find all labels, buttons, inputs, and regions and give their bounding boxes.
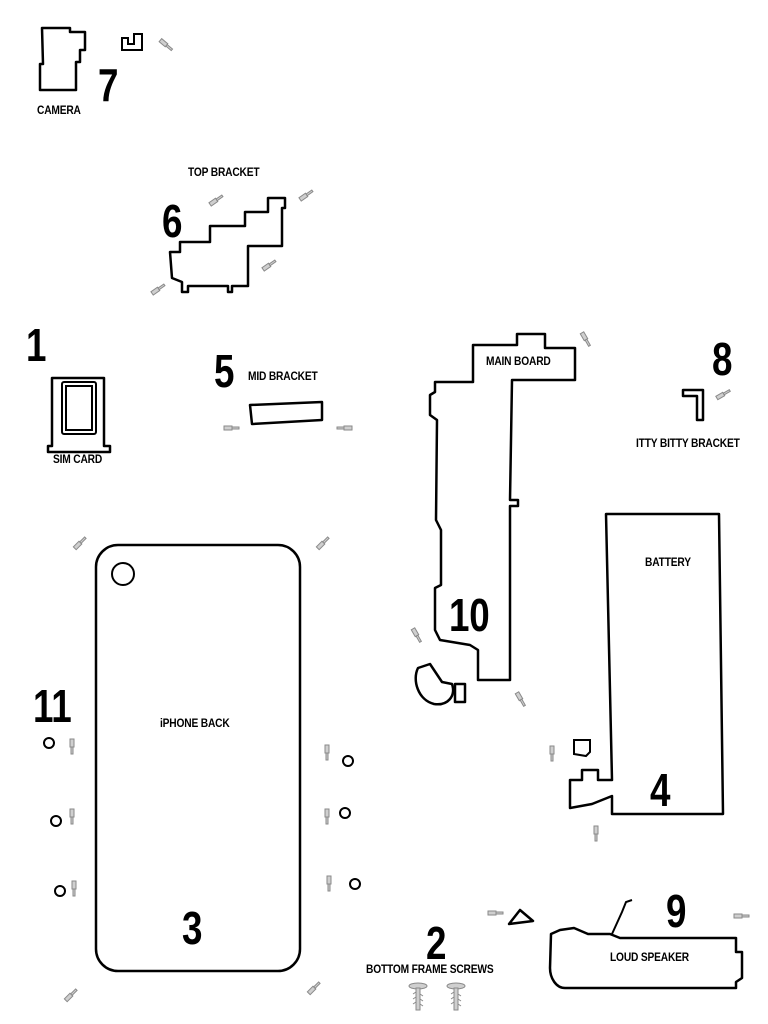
top-bracket-label: TOP BRACKET xyxy=(188,165,260,179)
camera-label: CAMERA xyxy=(37,103,81,117)
main-board-part xyxy=(428,332,577,682)
screw-icon xyxy=(298,188,315,202)
screw-icon xyxy=(315,535,331,551)
itty-bitty-bracket-number: 8 xyxy=(712,333,733,385)
main-board-connector xyxy=(414,662,467,706)
screw-icon xyxy=(514,691,527,708)
speaker-gasket xyxy=(507,908,535,926)
mid-bracket-label: MID BRACKET xyxy=(248,369,318,383)
camera-part xyxy=(38,26,87,92)
iphone-back-number: 3 xyxy=(182,902,203,954)
bottom-frame-screw-icon xyxy=(446,982,466,1011)
screw-icon xyxy=(487,910,504,916)
screw-icon xyxy=(715,388,732,401)
screw-icon xyxy=(579,331,592,348)
screw-icon xyxy=(306,980,322,996)
battery-number: 4 xyxy=(650,764,671,816)
screw-icon xyxy=(410,627,423,644)
iphone-back-part xyxy=(94,543,302,973)
screw-icon xyxy=(63,987,79,1003)
bottom-frame-screws-label: BOTTOM FRAME SCREWS xyxy=(366,962,494,976)
back-screws-number: 11 xyxy=(33,680,72,732)
screw-icon xyxy=(336,425,353,431)
camera-number: 7 xyxy=(98,59,119,111)
screw-icon xyxy=(733,913,750,919)
screw-icon xyxy=(158,38,174,52)
itty-bitty-bracket-label: ITTY BITTY BRACKET xyxy=(636,436,740,450)
back-screws-set xyxy=(43,737,361,897)
top-bracket-part xyxy=(168,196,287,294)
screw-icon xyxy=(549,745,555,762)
mid-bracket-number: 5 xyxy=(214,345,235,397)
screw-icon xyxy=(150,282,167,296)
screw-icon xyxy=(593,825,599,842)
itty-bitty-bracket-part xyxy=(681,388,705,422)
loud-speaker-part xyxy=(548,899,744,990)
screw-icon xyxy=(208,193,225,207)
sim-card-number: 1 xyxy=(26,319,47,371)
screw-icon xyxy=(261,258,278,272)
sim-card-part xyxy=(46,376,112,454)
battery-label: BATTERY xyxy=(645,555,691,569)
sim-card-label: SIM CARD xyxy=(53,452,103,466)
screw-icon xyxy=(72,535,88,551)
bottom-frame-screw-icon xyxy=(408,982,428,1011)
main-board-connector-number: 10 xyxy=(449,589,490,641)
main-board-label: MAIN BOARD xyxy=(486,354,551,368)
top-bracket-number: 6 xyxy=(162,195,183,247)
iphone-back-label: iPHONE BACK xyxy=(160,716,230,730)
camera-small-bracket xyxy=(121,33,143,51)
battery-part xyxy=(568,512,725,816)
loud-speaker-label: LOUD SPEAKER xyxy=(610,950,690,964)
loud-speaker-number: 9 xyxy=(666,885,687,937)
mid-bracket-part xyxy=(248,400,324,426)
bottom-frame-screws-number: 2 xyxy=(426,917,447,969)
screw-icon xyxy=(223,425,240,431)
